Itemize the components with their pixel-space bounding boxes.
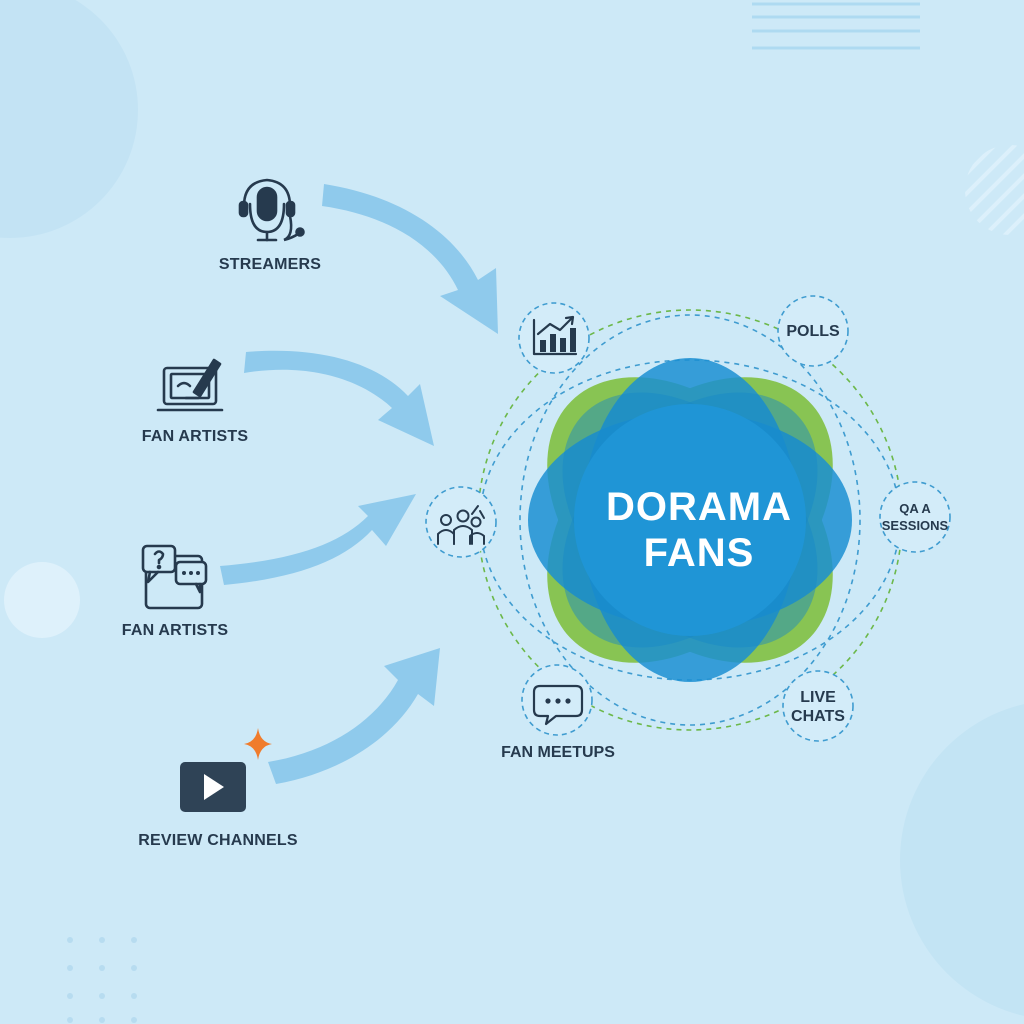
center-flower — [528, 358, 852, 682]
node-label-fan-meetups: FAN MEETUPS — [501, 744, 615, 761]
arrow-fan-artists-1 — [244, 350, 434, 446]
node-label-live-line-1: LIVE — [800, 689, 836, 706]
source-label-review-channels: REVIEW CHANNELS — [138, 832, 298, 849]
bg-lines-top-right — [752, 2, 920, 50]
bg-circle-bottom-right — [900, 704, 1024, 1016]
arrow-streamers — [322, 184, 498, 334]
fan-group-icon — [437, 505, 485, 545]
node-label-live-chats: LIVE CHATS — [778, 688, 858, 726]
video-play-icon — [180, 762, 246, 812]
node-label-qa-line-1: QA A — [899, 501, 931, 516]
flow-arrows — [220, 184, 498, 784]
chat-bubble-icon — [532, 684, 584, 726]
center-title: DORAMA FANS — [540, 484, 858, 576]
node-label-live-line-2: CHATS — [791, 708, 845, 725]
source-label-streamers: STREAMERS — [218, 256, 322, 273]
source-label-fan-artists-1: FAN ARTISTS — [141, 428, 249, 445]
center-title-line-1: DORAMA — [606, 485, 792, 529]
bg-dot-grid — [67, 937, 137, 1023]
tablet-chat-questions-icon — [141, 544, 208, 610]
center-circle — [574, 404, 806, 636]
node-qa-sessions — [879, 481, 951, 553]
node-label-polls: POLLS — [786, 323, 840, 340]
bg-circle-top-left — [0, 0, 138, 238]
microphone-headset-icon — [238, 178, 305, 242]
sparkle-icon — [244, 728, 272, 760]
bg-hatch-circle-right — [965, 145, 1024, 235]
node-label-qa-sessions: QA A SESSIONS — [875, 500, 955, 534]
node-label-qa-line-2: SESSIONS — [881, 518, 949, 533]
bg-circle-left — [4, 562, 80, 638]
arrow-review-channels — [268, 648, 440, 784]
source-label-fan-artists-2: FAN ARTISTS — [121, 622, 229, 639]
tablet-drawing-pen-icon — [156, 358, 224, 412]
arrow-fan-artists-2 — [220, 494, 416, 585]
growth-chart-icon — [532, 315, 578, 356]
center-title-line-2: FANS — [643, 531, 755, 575]
node-live-chats — [782, 670, 854, 742]
node-polls — [777, 295, 849, 367]
